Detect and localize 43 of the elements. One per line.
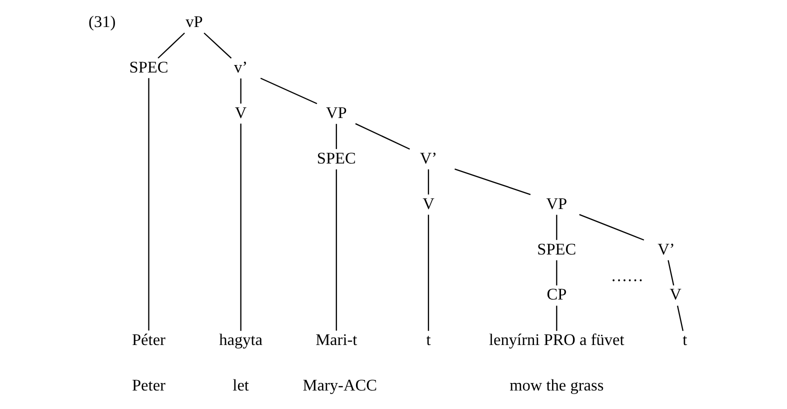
node-text: vP <box>186 12 203 31</box>
connector <box>556 306 558 331</box>
connector <box>204 32 232 59</box>
node-text: V <box>234 102 247 122</box>
connector <box>556 214 558 240</box>
node-text: v’ <box>234 57 248 76</box>
node-label: …… <box>610 266 644 286</box>
connector <box>668 260 674 286</box>
node-text: SPEC <box>316 148 356 168</box>
node-text: lenyírni PRO a füvet <box>488 330 624 350</box>
connector <box>556 260 558 286</box>
node-text: hagyta <box>219 330 263 350</box>
connector <box>428 214 430 331</box>
connector <box>260 78 318 104</box>
node-text: V <box>670 284 682 304</box>
node-text: V’ <box>420 148 438 168</box>
label: Mary-ACC <box>302 376 378 395</box>
node-text: VP <box>326 102 347 122</box>
connector <box>454 168 531 196</box>
node-text: t <box>426 330 431 350</box>
label: Peter <box>132 376 166 395</box>
node-text: Mari-t <box>316 330 358 350</box>
connector <box>148 78 150 330</box>
connector <box>676 306 684 331</box>
connector <box>428 169 430 194</box>
label: (31) <box>88 12 116 31</box>
connector <box>336 169 337 331</box>
connector <box>355 123 410 150</box>
label: let <box>232 376 249 395</box>
connector <box>240 124 242 331</box>
label: mow the grass <box>510 376 604 395</box>
connector <box>336 124 337 150</box>
node-text: VP <box>546 194 568 213</box>
node-text: Péter <box>132 330 166 350</box>
connector <box>240 78 242 104</box>
node-text: SPEC <box>129 57 168 76</box>
node-text: V <box>422 194 434 213</box>
connector <box>158 32 185 59</box>
node-text: SPEC <box>537 239 576 258</box>
node-text: V’ <box>658 239 675 258</box>
connector <box>579 214 644 241</box>
node-text: t <box>682 330 688 350</box>
node-text: CP <box>546 284 567 304</box>
